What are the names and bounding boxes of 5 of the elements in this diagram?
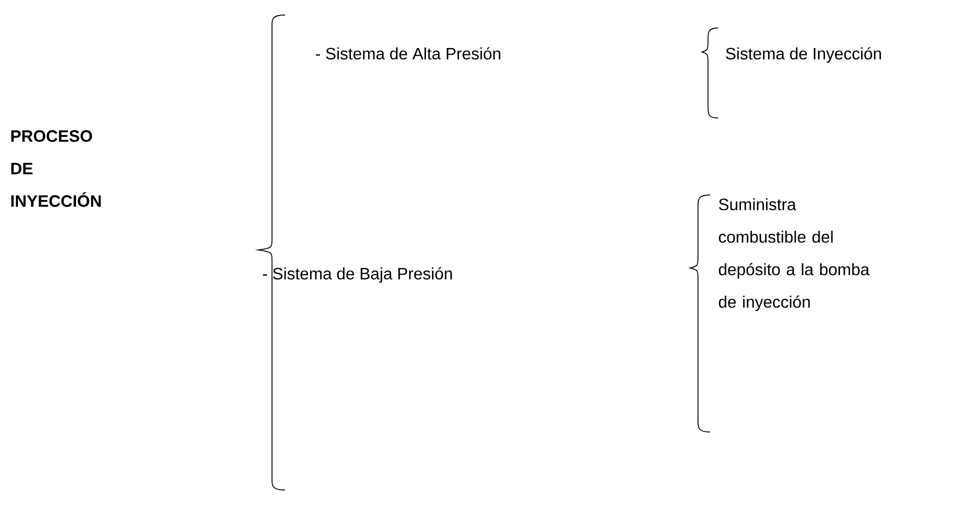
list-item: - Sistema de Baja Presión [262, 267, 452, 283]
heading: PROCESO DE INYECCIÓN [11, 130, 101, 207]
list-item: Sistema de Inyección [726, 47, 881, 63]
list-item: - Sistema de Alta Presión [316, 47, 500, 60]
description-text: Suministra combustible del depósito a la bomba de inyección [718, 198, 870, 312]
